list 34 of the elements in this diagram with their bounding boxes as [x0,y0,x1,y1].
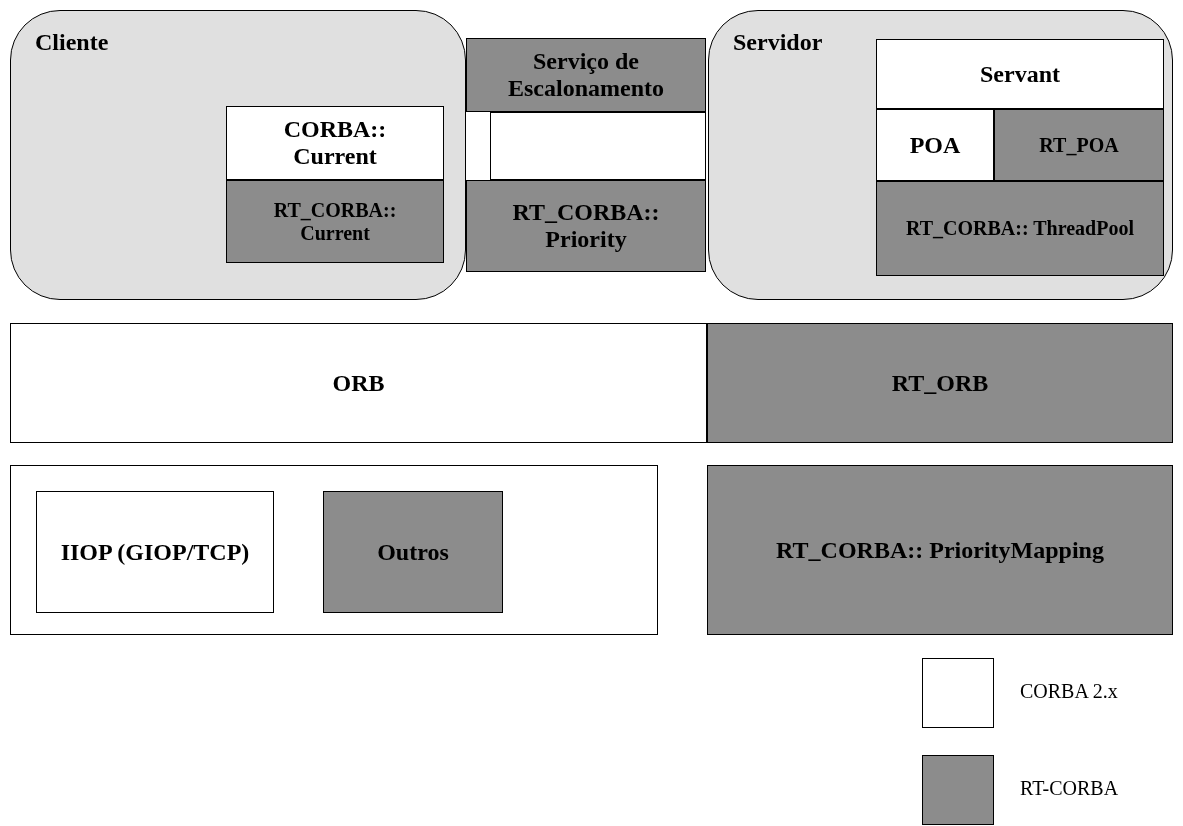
layer-box [707,465,1173,635]
interface-box [226,180,444,263]
box-label: POA [909,131,961,159]
service-box [466,38,706,112]
protocol-box [323,491,503,613]
transport-panel [10,465,658,635]
box-label: RT_CORBA:: Current [272,198,398,245]
layer-box [707,323,1173,443]
box-label: RT_CORBA:: PriorityMapping [776,536,1104,564]
box-label: RT_POA [1039,133,1119,157]
component-box [876,109,994,181]
component-box [876,181,1164,276]
component-box [994,109,1164,181]
box-label: RT_CORBA:: ThreadPool [906,217,1134,240]
box-label: Serviço de Escalonamento [507,48,665,102]
box-label: Servant [980,60,1060,88]
panel-title: Servidor [733,29,823,56]
box-label: RT_CORBA:: Priority [511,199,661,253]
box-label: IIOP (GIOP/TCP) [60,538,250,566]
box-label: CORBA:: Current [282,116,388,170]
box-label: RT_ORB [891,369,989,397]
box-label: ORB [332,369,385,397]
component-box [876,39,1164,109]
client-panel [10,10,466,300]
panel-title: Cliente [35,29,109,56]
legend-label: RT-CORBA [1020,777,1119,800]
protocol-box [36,491,274,613]
interface-box [466,180,706,272]
server-panel [708,10,1173,300]
legend-label: CORBA 2.x [1020,680,1118,703]
interface-box [226,106,444,180]
layer-box [10,323,707,443]
empty-box [490,112,706,180]
box-label: Outros [377,538,449,566]
